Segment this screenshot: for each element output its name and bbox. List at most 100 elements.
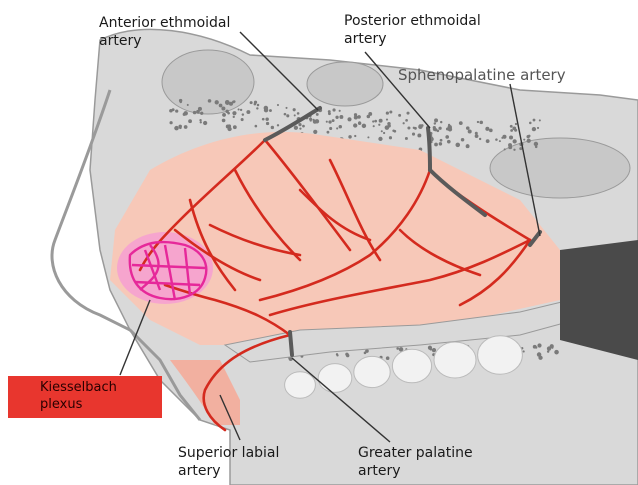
bone-dot [513,139,517,143]
bone-dot [183,113,186,116]
bone-dot [232,111,236,115]
bone-dot [539,119,541,121]
bone-dot [329,127,332,130]
bone-dot [225,110,228,113]
bone-dot [374,120,377,123]
bone-dot [403,122,405,124]
bone-dot [250,101,253,104]
bone-dot [538,356,542,360]
bone-dot [510,125,513,128]
bone-dot [315,119,319,123]
bone-dot [485,127,489,131]
bone-dot [225,100,230,105]
sphenopalatine-label: Sphenopalatine artery [398,66,566,84]
bone-dot [208,99,212,103]
bone-dot [286,114,289,117]
bone-dot [381,130,383,132]
bone-dot [537,127,539,129]
bone-dot [534,142,538,146]
bone-dot [187,104,189,106]
bone-dot [428,346,432,350]
bone-dot [310,119,312,121]
bone-dot [254,103,257,106]
bone-dot [468,129,472,133]
bone-dot [328,112,331,115]
anterior-ethmoidal-line2: artery [99,32,230,50]
bone-dot [386,119,388,121]
bone-dot [339,125,342,128]
posterior-ethmoidal-label: Posterior ethmoidal artery [344,12,481,48]
bone-dot [439,142,442,145]
bone-dot [448,127,452,131]
pharynx-tissue [560,240,638,360]
bone-dot [335,116,338,119]
frontal-sinus [162,50,254,114]
bone-dot [294,114,296,116]
bone-dot [432,348,436,352]
bone-dot [257,104,260,107]
bone-dot [513,149,515,151]
tooth [318,364,352,393]
bone-dot [271,126,274,129]
bone-dot [466,126,470,130]
bone-dot [266,122,269,125]
bone-dot [364,352,367,355]
bone-dot [277,124,279,126]
bone-dot [175,109,178,112]
bone-dot [294,126,298,130]
bone-dot [240,109,242,111]
bone-dot [345,353,348,356]
vessel-stem [290,332,292,355]
bone-dot [551,347,553,349]
vessel-stem [428,128,430,170]
bone-dot [386,112,389,115]
kiesselbach-line2: plexus [40,396,162,413]
posterior-ethmoidal-line1: Posterior ethmoidal [344,12,481,30]
bone-dot [535,146,538,149]
bone-dot [512,127,516,131]
bone-dot [219,104,223,108]
bone-dot [332,119,335,122]
bone-dot [504,148,506,150]
bone-dot [184,125,188,129]
bone-dot [313,130,317,134]
bone-dot [475,134,479,138]
bone-dot [515,123,517,125]
bone-dot [332,108,335,111]
bone-dot [373,125,375,127]
bone-dot [222,113,226,117]
bone-dot [348,135,351,138]
bone-dot [527,139,531,143]
bone-dot [526,135,529,138]
bone-dot [353,123,357,127]
bone-dot [523,139,525,141]
bone-dot [326,121,328,123]
bone-dot [221,107,225,111]
greater-palatine-label: Greater palatine artery [358,444,473,480]
bone-dot [448,124,450,126]
bone-dot [499,140,501,142]
kiesselbach-label: Kiesselbach plexus [8,376,162,418]
anterior-ethmoidal-label: Anterior ethmoidal artery [99,14,230,50]
bone-dot [264,108,268,112]
bone-dot [387,124,390,127]
superior-labial-label: Superior labial artery [178,444,279,480]
bone-dot [362,124,366,128]
bone-dot [193,111,196,114]
bone-dot [170,121,173,124]
bone-dot [347,117,351,121]
bone-dot [285,107,287,109]
bone-dot [336,127,338,129]
bone-dot [354,135,356,137]
anterior-ethmoidal-line1: Anterior ethmoidal [99,14,230,32]
bone-dot [336,354,338,356]
bone-dot [169,109,173,113]
bone-dot [477,121,479,123]
bone-dot [238,108,240,110]
bone-dot [199,119,201,121]
bone-dot [532,127,536,131]
bone-dot [407,126,410,129]
bone-dot [479,138,481,140]
bone-dot [242,113,244,115]
bone-dot [188,119,192,123]
